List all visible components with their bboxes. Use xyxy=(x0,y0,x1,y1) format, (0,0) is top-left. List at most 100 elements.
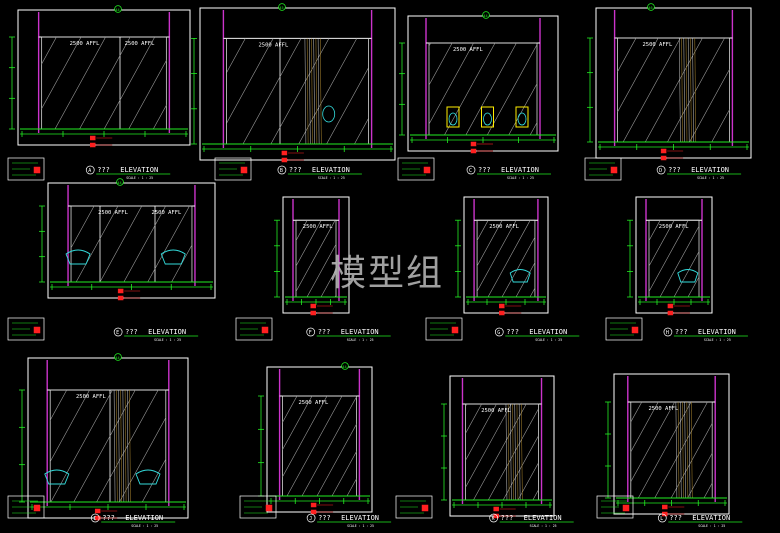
key-plan-marker xyxy=(33,326,41,334)
glass-panel xyxy=(648,219,700,298)
tag-marker xyxy=(660,148,667,154)
tag-marker xyxy=(310,303,316,309)
level-label: 2500 AFFL xyxy=(76,394,106,400)
elevation-letter: F xyxy=(309,330,312,336)
glass-panel xyxy=(41,36,167,130)
grid-bubble xyxy=(116,178,124,186)
key-plan xyxy=(214,157,252,181)
elevation-marker xyxy=(656,165,666,175)
grid-number: 44 xyxy=(483,14,487,18)
elevation-letter: J xyxy=(309,516,312,522)
elevation-marker xyxy=(306,327,316,337)
tag-marker xyxy=(281,157,288,163)
grid-bubble xyxy=(647,3,655,11)
elevation-label: ELEVATION xyxy=(341,328,379,336)
level-label: 2500 AFFL xyxy=(659,224,689,230)
key-plan xyxy=(7,495,45,519)
scale-label: SCALE : 1 ⁠: 25 xyxy=(347,524,374,528)
elevation-label: ELEVATION xyxy=(341,514,379,522)
glass-panel xyxy=(630,401,713,499)
scale-label: SCALE : 1 ⁠: 25 xyxy=(698,524,725,528)
key-plan-frame xyxy=(425,317,463,341)
elevation-j: 2500 AFFL 44J??? ELEVATION SCALE : 1 ⁠: 25 xyxy=(239,362,392,528)
glass-hatch xyxy=(226,38,369,144)
key-plan-frame xyxy=(235,317,273,341)
level-label: 2500 AFFL xyxy=(98,210,128,216)
key-plan-marker xyxy=(610,166,618,174)
key-plan-frame xyxy=(605,317,643,341)
grid-number: 46 xyxy=(648,6,652,10)
glass-panel xyxy=(49,389,167,503)
elevation-letter: E xyxy=(116,330,119,336)
tag-marker xyxy=(94,508,101,514)
key-plan-marker xyxy=(261,326,269,334)
elevation-frame xyxy=(27,357,189,519)
elevation-label: ELEVATION xyxy=(148,328,186,336)
elevation-number: ??? xyxy=(318,514,331,522)
grid-bubble xyxy=(114,353,122,361)
glass-hatch xyxy=(477,220,535,297)
elevation-frame xyxy=(407,15,559,152)
tag-marker xyxy=(310,310,316,316)
basin-fixture xyxy=(44,469,70,485)
urinal-bowl xyxy=(483,112,492,126)
key-plan xyxy=(605,317,643,341)
scale-label: SCALE : 1 ⁠: 25 xyxy=(697,176,724,180)
key-plan xyxy=(239,495,277,519)
tag-marker xyxy=(310,502,317,508)
elevation-number: ??? xyxy=(501,514,514,522)
tag-marker xyxy=(499,310,505,316)
tag-marker xyxy=(662,504,668,510)
elevation-number: ??? xyxy=(125,328,138,336)
elevation-letter: L xyxy=(660,516,663,522)
elevation-number: ??? xyxy=(506,328,519,336)
scale-label: SCALE : 1 ⁠: 25 xyxy=(154,338,181,342)
glass-panel xyxy=(282,395,357,497)
elevation-frame xyxy=(47,182,216,299)
key-plan-frame xyxy=(596,495,634,519)
glass-hatch xyxy=(617,38,730,142)
urinal-fixture xyxy=(322,105,336,123)
tag-marker xyxy=(493,506,499,512)
elevation-label: ELEVATION xyxy=(312,166,350,174)
key-plan-marker xyxy=(33,504,41,512)
elevation-letter: C xyxy=(469,168,472,174)
elevation-label: ELEVATION xyxy=(524,514,562,522)
basin-fixture xyxy=(677,269,699,283)
tag-marker xyxy=(493,513,499,519)
elevation-label: ELEVATION xyxy=(691,166,729,174)
level-label: 2500 AFFL xyxy=(303,224,333,230)
glass-panel xyxy=(476,219,536,298)
key-plan xyxy=(584,157,622,181)
urinal-fixture xyxy=(481,106,494,128)
elevation-letter: G xyxy=(497,330,500,336)
elevation-number: ??? xyxy=(668,166,681,174)
glass-hatch xyxy=(649,220,699,297)
glass-hatch xyxy=(71,206,192,282)
glass-hatch xyxy=(465,404,539,500)
tag-marker xyxy=(310,509,317,515)
glass-hatch xyxy=(429,43,537,135)
key-plan-marker xyxy=(423,166,431,174)
key-plan-marker xyxy=(631,326,639,334)
level-label: 2500 AFFL xyxy=(299,400,329,406)
key-plan-frame xyxy=(584,157,622,181)
grid-number: 44 xyxy=(342,365,346,369)
basin-fixture xyxy=(160,249,186,265)
level-label: 2500 AFFL xyxy=(125,41,155,47)
glass-panel xyxy=(465,403,539,501)
grid-bubble xyxy=(341,362,349,370)
elevation-frame xyxy=(635,196,713,314)
tag-marker xyxy=(94,515,101,521)
key-plan-marker xyxy=(265,504,273,512)
